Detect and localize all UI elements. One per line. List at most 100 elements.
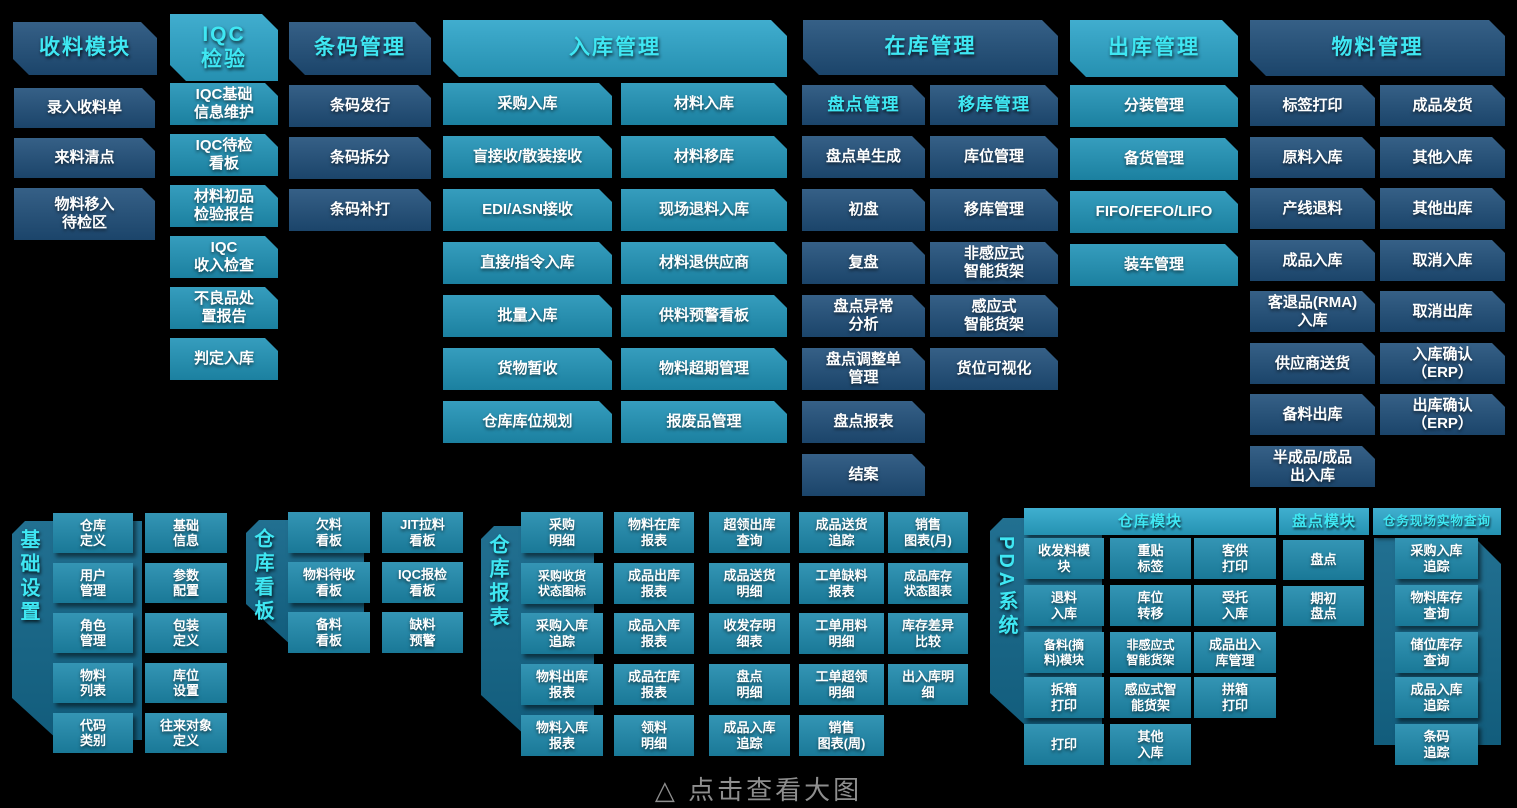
module-box: 成品在库 报表 bbox=[614, 664, 694, 705]
module-box: 供料预警看板 bbox=[621, 295, 787, 337]
module-box: 包装 定义 bbox=[145, 613, 227, 653]
module-box: 成品送货 追踪 bbox=[799, 512, 884, 553]
vertical-section-label: 仓库报表 bbox=[486, 534, 508, 630]
module-box: 物料在库 报表 bbox=[614, 512, 694, 553]
module-box: 材料移库 bbox=[621, 136, 787, 178]
module-box: 库位 转移 bbox=[1110, 585, 1191, 626]
module-box: 物料待收 看板 bbox=[288, 562, 370, 603]
module-box: 条码发行 bbox=[289, 85, 431, 127]
module-box: 盘点 明细 bbox=[709, 664, 790, 705]
module-box: 成品入库 bbox=[1250, 240, 1375, 281]
module-box: 备料(摘 料)模块 bbox=[1024, 632, 1104, 673]
vertical-section-label: 基础设置 bbox=[17, 529, 39, 625]
module-box: 往来对象 定义 bbox=[145, 713, 227, 753]
module-box: 材料初品 检验报告 bbox=[170, 185, 278, 227]
module-box: 取消入库 bbox=[1380, 240, 1505, 281]
module-box: 领料 明细 bbox=[614, 715, 694, 756]
bottom-section-header: 盘点模块 bbox=[1279, 508, 1369, 535]
module-box: 盘点异常 分析 bbox=[802, 295, 925, 337]
module-box: 库位管理 bbox=[930, 136, 1058, 178]
module-box: 退料 入库 bbox=[1024, 585, 1104, 626]
module-box: 其他 入库 bbox=[1110, 724, 1191, 765]
module-box: 收发存明 细表 bbox=[709, 613, 790, 654]
module-box: 采购入库 追踪 bbox=[521, 613, 603, 654]
module-box: 复盘 bbox=[802, 242, 925, 284]
module-box: 成品入库 追踪 bbox=[709, 715, 790, 756]
module-box: 收发料模 块 bbox=[1024, 538, 1104, 579]
module-box: 条码 追踪 bbox=[1395, 724, 1478, 765]
module-box: IQC 收入检查 bbox=[170, 236, 278, 278]
module-box: 盘点调整单 管理 bbox=[802, 348, 925, 390]
module-box: 出库确认 （ERP） bbox=[1380, 394, 1505, 435]
module-box: 条码拆分 bbox=[289, 137, 431, 179]
section-header: 物料管理 bbox=[1250, 20, 1505, 76]
module-box: 角色 管理 bbox=[53, 613, 133, 653]
module-box: 采购 明细 bbox=[521, 512, 603, 553]
bottom-section-header: 仓务现场实物查询 bbox=[1373, 508, 1501, 535]
module-box: 工单用料 明细 bbox=[799, 613, 884, 654]
module-box: FIFO/FEFO/LIFO bbox=[1070, 191, 1238, 233]
module-box: 其他出库 bbox=[1380, 188, 1505, 229]
section-header: 条码管理 bbox=[289, 22, 431, 75]
module-box: 工单缺料 报表 bbox=[799, 563, 884, 604]
module-box: 条码补打 bbox=[289, 189, 431, 231]
view-large-caption[interactable]: △ 点击查看大图 bbox=[654, 775, 863, 805]
module-box: 备货管理 bbox=[1070, 138, 1238, 180]
module-box: 原料入库 bbox=[1250, 137, 1375, 178]
module-box: 采购入库 bbox=[443, 83, 612, 125]
module-box: 材料入库 bbox=[621, 83, 787, 125]
module-box: 库位 设置 bbox=[145, 663, 227, 703]
module-box: 成品送货 明细 bbox=[709, 563, 790, 604]
module-box: 成品库存 状态图表 bbox=[888, 563, 968, 604]
module-box: 初盘 bbox=[802, 189, 925, 231]
vertical-section-label: 仓库看板 bbox=[251, 528, 273, 624]
module-box: 拼箱 打印 bbox=[1194, 677, 1276, 718]
vertical-section-label: PDA系统 bbox=[995, 536, 1017, 639]
module-box: 产线退料 bbox=[1250, 188, 1375, 229]
module-box: 受托 入库 bbox=[1194, 585, 1276, 626]
module-box: 来料清点 bbox=[14, 138, 155, 178]
module-box: 期初 盘点 bbox=[1283, 586, 1364, 626]
module-box: 物料库存 查询 bbox=[1395, 585, 1478, 626]
module-box: 采购入库 追踪 bbox=[1395, 538, 1478, 579]
module-box: 非感应式 智能货架 bbox=[1110, 632, 1191, 673]
module-box: 批量入库 bbox=[443, 295, 612, 337]
module-box: 销售 图表(周) bbox=[799, 715, 884, 756]
module-box: 代码 类别 bbox=[53, 713, 133, 753]
module-box: 工单超领 明细 bbox=[799, 664, 884, 705]
module-box: 其他入库 bbox=[1380, 137, 1505, 178]
module-box: 材料退供应商 bbox=[621, 242, 787, 284]
module-box: 仓库库位规划 bbox=[443, 401, 612, 443]
module-box: 物料入库 报表 bbox=[521, 715, 603, 756]
module-box: 用户 管理 bbox=[53, 563, 133, 603]
subsection-header: 移库管理 bbox=[930, 85, 1058, 125]
bottom-section-header: 仓库模块 bbox=[1024, 508, 1276, 535]
section-header: 收料模块 bbox=[13, 22, 157, 75]
module-box: 欠料 看板 bbox=[288, 512, 370, 553]
module-box: 直接/指令入库 bbox=[443, 242, 612, 284]
section-header: 入库管理 bbox=[443, 20, 787, 77]
module-box: 分装管理 bbox=[1070, 85, 1238, 127]
module-box: IQC基础 信息维护 bbox=[170, 83, 278, 125]
module-box: 取消出库 bbox=[1380, 291, 1505, 332]
module-box: 出入库明 细 bbox=[888, 664, 968, 705]
module-box: 成品入库 追踪 bbox=[1395, 677, 1478, 718]
module-box: 成品入库 报表 bbox=[614, 613, 694, 654]
section-header: 出库管理 bbox=[1070, 20, 1238, 77]
module-box: 客退品(RMA) 入库 bbox=[1250, 291, 1375, 332]
module-box: 判定入库 bbox=[170, 338, 278, 380]
module-box: 现场退料入库 bbox=[621, 189, 787, 231]
module-box: 标签打印 bbox=[1250, 85, 1375, 126]
section-header: IQC 检验 bbox=[170, 14, 278, 81]
module-box: 入库确认 （ERP） bbox=[1380, 343, 1505, 384]
module-box: 基础 信息 bbox=[145, 513, 227, 553]
module-box: 不良品处 置报告 bbox=[170, 287, 278, 329]
module-box: 物料 列表 bbox=[53, 663, 133, 703]
module-box: 物料超期管理 bbox=[621, 348, 787, 390]
module-box: 感应式智 能货架 bbox=[1110, 677, 1191, 718]
module-box: IQC待检 看板 bbox=[170, 134, 278, 176]
module-box: JIT拉料 看板 bbox=[382, 512, 463, 553]
module-box: 库存差异 比较 bbox=[888, 613, 968, 654]
module-box: 打印 bbox=[1024, 724, 1104, 765]
